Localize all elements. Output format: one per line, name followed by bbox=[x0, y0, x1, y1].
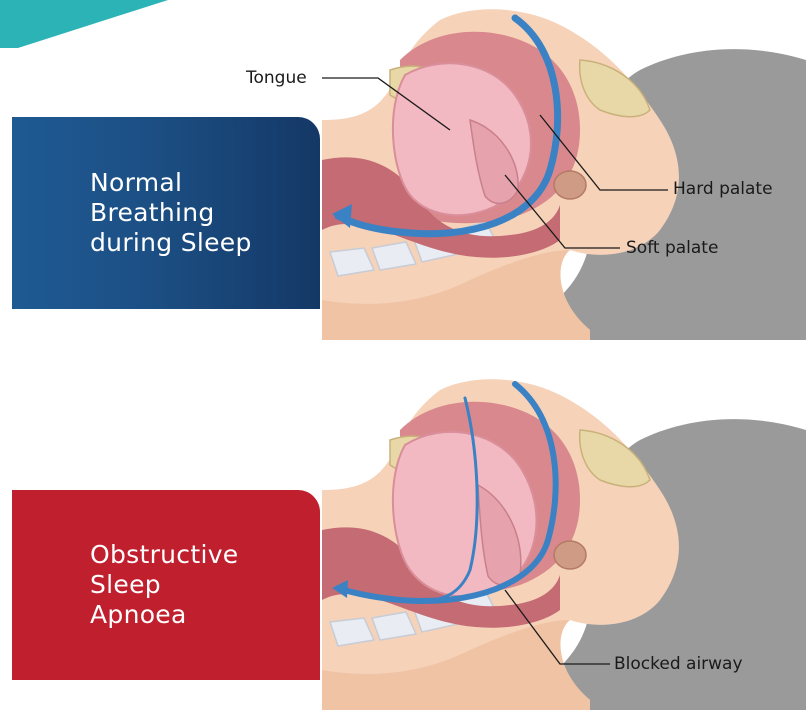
blocked-airway-callout: Blocked airway bbox=[614, 654, 743, 674]
normal-breathing-label-box: Normal Breathing during Sleep bbox=[12, 117, 320, 309]
normal-breathing-panel: Normal Breathing during Sleep Tongue Har… bbox=[0, 0, 806, 340]
osa-label-box: Obstructive Sleep Apnoea bbox=[12, 490, 320, 680]
soft-palate-callout: Soft palate bbox=[626, 238, 718, 258]
nostril bbox=[554, 171, 586, 199]
obstructive-sleep-apnoea-panel: Obstructive Sleep Apnoea Blocked airway bbox=[0, 370, 806, 710]
hard-palate-callout: Hard palate bbox=[673, 179, 773, 199]
osa-label: Obstructive Sleep Apnoea bbox=[90, 540, 238, 630]
normal-breathing-label: Normal Breathing during Sleep bbox=[90, 168, 252, 258]
nostril bbox=[554, 541, 586, 569]
tongue-callout: Tongue bbox=[246, 68, 307, 88]
